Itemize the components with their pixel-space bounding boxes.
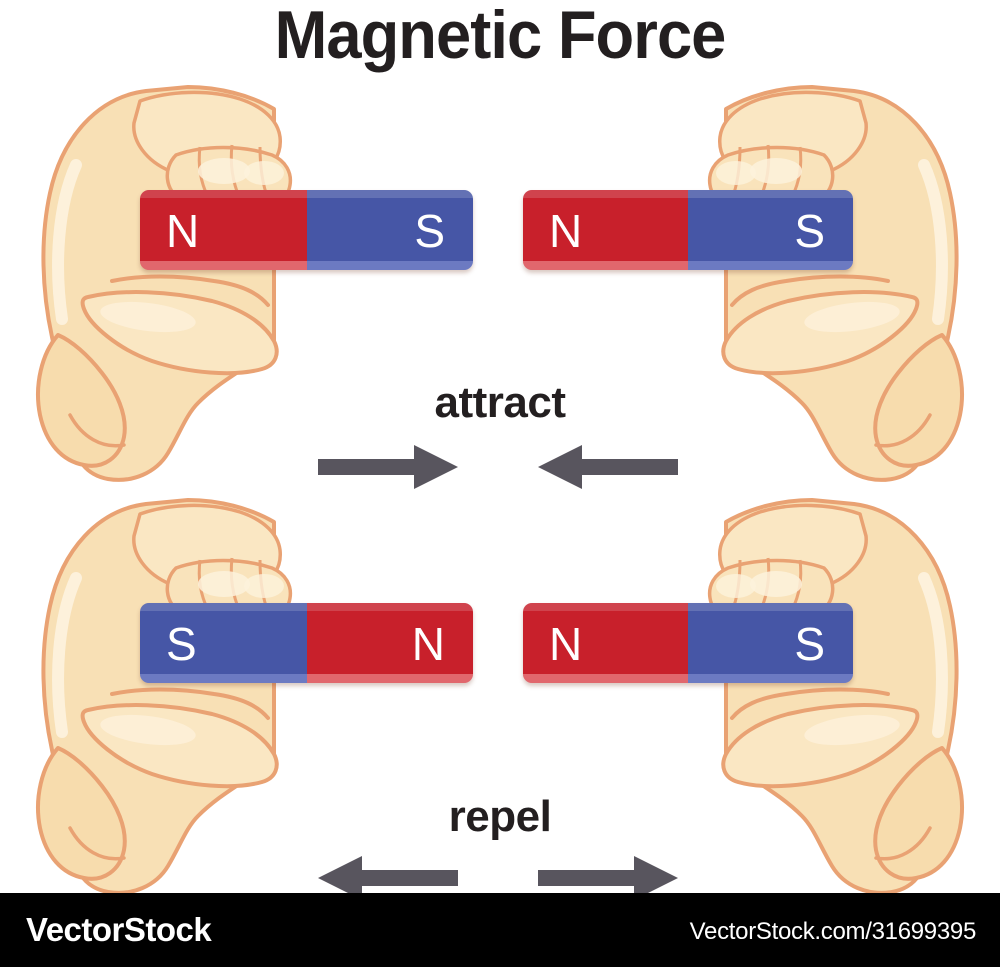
pole-label: S (794, 205, 825, 257)
magnet-bottom-right-south-pole: S (688, 603, 853, 683)
arrow-left-icon (538, 445, 678, 489)
magnet-top-left-south-pole: S (306, 190, 473, 270)
vectorstock-url: VectorStock.com/31699395 (689, 918, 977, 945)
arrow-right-icon (318, 445, 458, 489)
attract-row: N S N S attract (0, 85, 1000, 489)
page-title: Magnetic Force (274, 0, 727, 73)
magnet-bottom-right-north-pole: N (523, 603, 688, 683)
attract-caption: attract (434, 378, 567, 427)
magnet-bottom-right: N S (523, 603, 853, 683)
repel-caption: repel (448, 792, 552, 841)
watermark-footer: VectorStock VectorStock.com/31699395 (0, 893, 1000, 967)
magnet-bottom-left: S N (140, 603, 473, 683)
repel-row: S N N S repel (0, 498, 1000, 900)
magnet-top-right-north-pole: N (523, 190, 688, 270)
pole-label: N (549, 205, 583, 257)
magnet-top-left: N S (140, 190, 473, 270)
pole-label: N (411, 618, 445, 670)
attract-arrows (0, 437, 1000, 497)
magnet-bottom-left-north-pole: N (306, 603, 473, 683)
pole-label: N (166, 205, 200, 257)
pole-label: S (794, 618, 825, 670)
pole-label: S (166, 618, 197, 670)
magnet-top-left-north-pole: N (140, 190, 307, 270)
magnet-bottom-left-south-pole: S (140, 603, 307, 683)
vectorstock-logo: VectorStock (26, 911, 212, 948)
pole-label: N (549, 618, 583, 670)
magnet-top-right-south-pole: S (688, 190, 853, 270)
magnet-top-right: N S (523, 190, 853, 270)
pole-label: S (414, 205, 445, 257)
